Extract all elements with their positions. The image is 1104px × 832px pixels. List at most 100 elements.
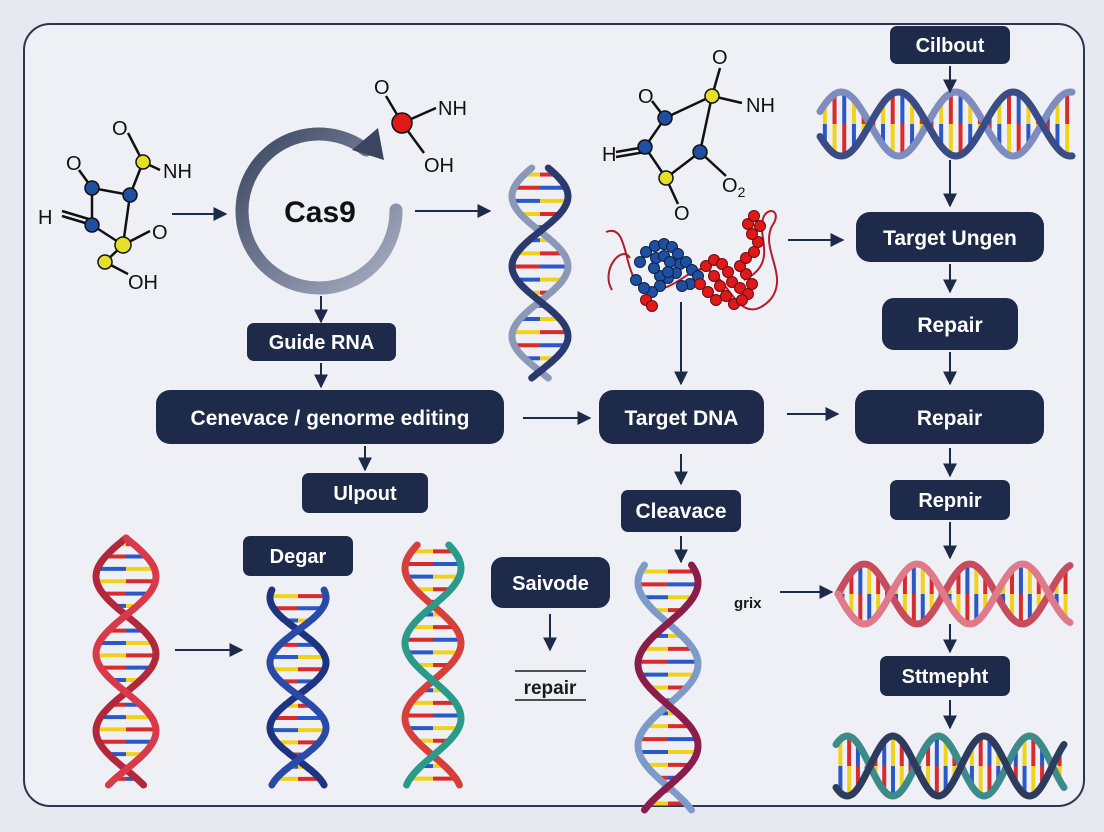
protein-bead: [634, 256, 646, 268]
diagram-panel: [23, 23, 1085, 807]
protein-bead: [710, 294, 722, 306]
box-degar-label: Degar: [270, 546, 327, 568]
atom-o-right: O: [152, 222, 168, 244]
protein-bead: [702, 286, 714, 298]
protein-bead: [720, 290, 732, 302]
atom-o2-right: O2: [722, 175, 746, 200]
dna-strand: [832, 732, 1068, 800]
dna-strand: [816, 88, 1076, 160]
protein-bead: [700, 260, 712, 272]
box-guide-rna-label: Guide RNA: [269, 332, 375, 354]
protein-bead: [694, 278, 706, 290]
protein-bead: [716, 258, 728, 270]
box-repnir: Repnir: [890, 480, 1010, 520]
protein-bead: [630, 274, 642, 286]
box-ulpout-label: Ulpout: [333, 483, 397, 505]
protein-bead: [746, 228, 758, 240]
right-molecule: O NH O H O2 O: [602, 47, 775, 225]
atom-o-top: O: [112, 118, 128, 140]
protein-bead: [746, 278, 758, 290]
dna-strand: [266, 586, 330, 789]
dna-strand: [816, 88, 1076, 160]
dna-helix-3: [266, 586, 330, 789]
protein-bead: [734, 260, 746, 272]
dna-helix-2: [92, 534, 160, 789]
dna-helix-7: [834, 560, 1074, 628]
dna-strand: [92, 534, 160, 789]
protein-bead: [638, 282, 650, 294]
protein-bead: [714, 280, 726, 292]
protein-bead: [648, 262, 660, 274]
protein-bead: [742, 218, 754, 230]
protein-bead: [752, 236, 764, 248]
box-repair-1: Repair: [882, 298, 1018, 350]
dna-helix-8: [832, 732, 1068, 800]
atom-h: H: [38, 207, 52, 229]
cas9-atom-o: O: [374, 77, 390, 99]
box-repair-2: Repair: [855, 390, 1044, 444]
box-target-ungen-label: Target Ungen: [883, 227, 1017, 250]
protein-bead: [740, 252, 752, 264]
protein-bead: [754, 220, 766, 232]
box-sttmepht: Sttmepht: [880, 656, 1010, 696]
dna-strand: [401, 541, 465, 789]
dna-strand: [834, 560, 1074, 628]
label-repair-small: repair: [515, 670, 586, 701]
atom-o-left-right: O: [638, 86, 654, 108]
protein-bead: [676, 280, 688, 292]
box-ulpout: Ulpout: [302, 473, 428, 513]
atom-h-right: H: [602, 144, 616, 166]
cas9-label: Cas9: [284, 196, 356, 229]
dna-strand: [634, 561, 702, 814]
protein-bead: [640, 246, 652, 258]
dna-strand: [266, 586, 330, 789]
box-saivode-label: Saivode: [512, 573, 589, 595]
dna-strand: [832, 732, 1068, 800]
box-repair-1-label: Repair: [917, 314, 982, 337]
protein-bead: [748, 210, 760, 222]
box-cleavace-label: Cleavace: [635, 500, 726, 523]
dna-strand: [508, 164, 572, 382]
protein-bead: [736, 294, 748, 306]
dna-helix-6: [816, 88, 1076, 160]
protein-bead: [646, 300, 658, 312]
dna-helix-1: [508, 164, 572, 382]
protein-bead: [726, 276, 738, 288]
dna-helix-5: [634, 561, 702, 814]
box-cilbout: Cilbout: [890, 26, 1010, 64]
box-target-dna-label: Target DNA: [625, 407, 739, 430]
atom-nh-right: NH: [746, 95, 775, 117]
protein-cluster: [605, 210, 778, 312]
box-sttmepht-label: Sttmepht: [902, 666, 989, 688]
label-grix: grix: [734, 595, 762, 612]
box-repnir-label: Repnir: [918, 490, 982, 512]
box-guide-rna: Guide RNA: [247, 323, 396, 361]
box-target-dna: Target DNA: [599, 390, 764, 444]
box-degar: Degar: [243, 536, 353, 576]
box-cenevace: Cenevace / genorme editing: [156, 390, 504, 444]
protein-bead: [708, 270, 720, 282]
box-cenevace-label: Cenevace / genorme editing: [191, 407, 470, 430]
box-repair-2-label: Repair: [917, 407, 982, 430]
dna-helix-4: [401, 541, 465, 789]
protein-bead: [722, 266, 734, 278]
flow-arrows: [172, 66, 957, 730]
atom-nh: NH: [163, 161, 192, 183]
dna-strand: [634, 561, 702, 814]
protein-bead: [654, 280, 666, 292]
protein-bead: [662, 266, 674, 278]
protein-bead: [748, 246, 760, 258]
protein-bead: [734, 282, 746, 294]
cas9-atom-oh: OH: [424, 155, 454, 177]
label-repair-small-text: repair: [524, 678, 577, 699]
box-saivode: Saivode: [491, 557, 610, 608]
dna-strand: [92, 534, 160, 789]
protein-bead: [664, 256, 676, 268]
dna-strand: [508, 164, 572, 382]
atom-oh: OH: [128, 272, 158, 294]
box-cilbout-label: Cilbout: [916, 35, 985, 57]
left-molecule: O NH O O H OH: [38, 118, 192, 294]
dna-strand: [401, 541, 465, 789]
box-target-ungen: Target Ungen: [856, 212, 1044, 262]
